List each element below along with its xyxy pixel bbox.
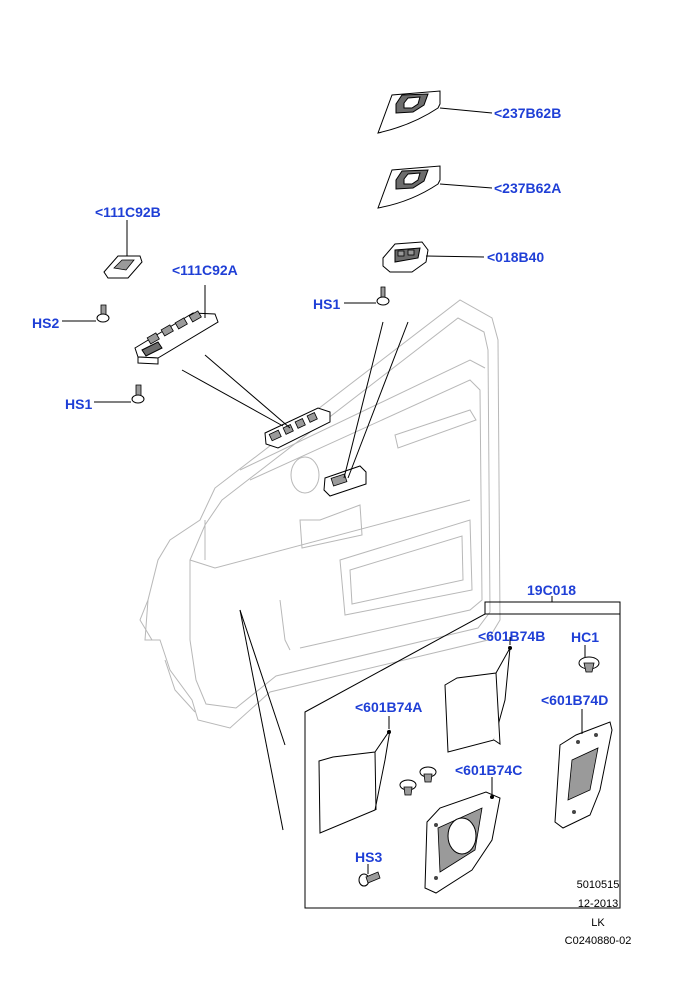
callout-hs1-left: HS1 <box>65 396 92 412</box>
callout-hs1-right: HS1 <box>313 296 340 312</box>
trim-601b74c <box>424 777 501 894</box>
trim-601b74b <box>444 637 512 753</box>
callout-237b62b: <237B62B <box>494 105 561 121</box>
callout-hs2: HS2 <box>32 315 59 331</box>
switch-018b40 <box>382 241 485 273</box>
footer-line-1: 5010515 <box>577 879 620 891</box>
callout-601b74c: <601B74C <box>455 762 522 778</box>
trim-601b74a <box>318 716 391 834</box>
bezel-237b62a <box>377 165 493 209</box>
callout-601b74d: <601B74D <box>541 692 608 708</box>
footer-line-4: C0240880-02 <box>565 935 632 947</box>
trim-601b74d <box>554 709 613 829</box>
kit-19c018-box <box>304 596 621 909</box>
footer-line-3: LK <box>591 917 605 929</box>
callout-237b62a: <237B62A <box>494 180 561 196</box>
screw-hs2 <box>62 304 110 323</box>
screw-hs1-left <box>94 384 145 404</box>
callout-111c92a: <111C92A <box>172 262 238 278</box>
callout-111c92b: <111C92B <box>95 204 161 220</box>
switch-111c92b <box>103 220 143 279</box>
callout-hc1: HC1 <box>571 629 599 645</box>
switch-pack-111c92a <box>134 285 219 365</box>
screw-hs1-right <box>344 286 390 306</box>
callout-19c018: 19C018 <box>527 582 576 598</box>
clips-center <box>399 766 437 796</box>
installation-leaders <box>181 321 409 831</box>
callout-018b40: <018B40 <box>487 249 544 265</box>
bezel-237b62b <box>377 90 493 134</box>
footer-line-2: 12-2013 <box>578 898 618 910</box>
callout-601b74a: <601B74A <box>355 699 422 715</box>
screw-hs3 <box>358 864 381 887</box>
clip-hc1 <box>578 645 600 673</box>
panel-switch-pack-installed <box>264 407 367 497</box>
callout-601b74b: <601B74B <box>478 628 545 644</box>
callout-hs3: HS3 <box>355 849 382 865</box>
door-trim-panel <box>139 299 501 729</box>
